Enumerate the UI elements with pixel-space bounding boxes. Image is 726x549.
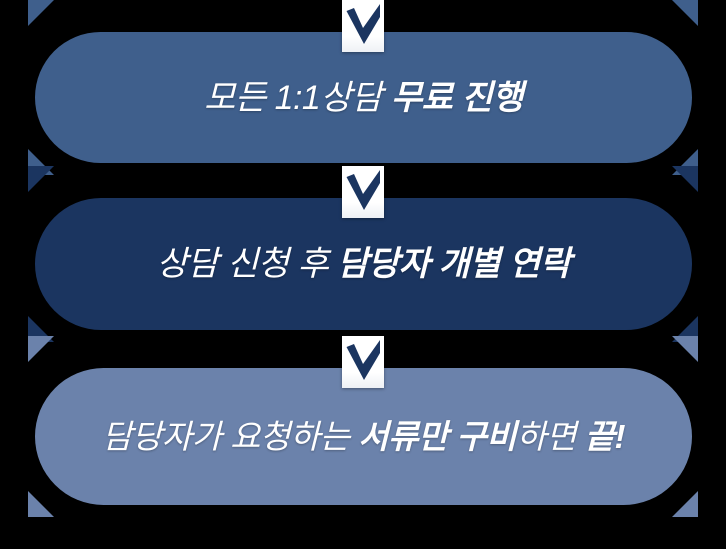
step-card-2-text: 상담 신청 후 담당자 개별 연락 [156, 245, 571, 283]
corner-accent-top-left [28, 0, 54, 26]
step-card-3[interactable]: 담당자가 요청하는 서류만 구비하면 끝! [35, 368, 692, 505]
checkmark-badge-2 [342, 166, 384, 218]
corner-accent-top-left [28, 166, 54, 192]
step-item-3: 담당자가 요청하는 서류만 구비하면 끝! [0, 336, 726, 517]
step-card-1-text: 모든 1:1상담 무료 진행 [204, 81, 523, 115]
step-3-text-bold: 서류만 구비 [358, 418, 517, 455]
corner-accent-bottom-left [28, 491, 54, 517]
corner-accent-top-left [28, 336, 54, 362]
corner-accent-top-right [672, 336, 698, 362]
step-1-text-bold: 무료 진행 [390, 78, 524, 117]
step-card-3-text: 담당자가 요청하는 서류만 구비하면 끝! [102, 420, 625, 453]
corner-accent-top-right [672, 166, 698, 192]
step-card-2[interactable]: 상담 신청 후 담당자 개별 연락 [35, 198, 692, 330]
step-1-text-light: 모든 1:1상담 [204, 78, 391, 117]
step-item-1: 모든 1:1상담 무료 진행 [0, 0, 726, 175]
step-3-text-light-2: 하면 [516, 418, 585, 455]
step-2-text-bold: 담당자 개별 연락 [337, 245, 571, 283]
step-card-1[interactable]: 모든 1:1상담 무료 진행 [35, 32, 692, 163]
checkmark-icon [346, 340, 380, 380]
step-3-text-bold-2: 끝! [584, 418, 626, 455]
step-2-text-light: 상담 신청 후 [156, 245, 338, 283]
checkmark-badge-3 [342, 336, 384, 388]
step-item-2: 상담 신청 후 담당자 개별 연락 [0, 166, 726, 342]
checkmark-badge-1 [342, 0, 384, 52]
checkmark-icon [346, 170, 380, 210]
checkmark-icon [346, 4, 380, 44]
step-3-text-light: 담당자가 요청하는 [102, 418, 359, 455]
corner-accent-top-right [672, 0, 698, 26]
corner-accent-bottom-right [672, 491, 698, 517]
